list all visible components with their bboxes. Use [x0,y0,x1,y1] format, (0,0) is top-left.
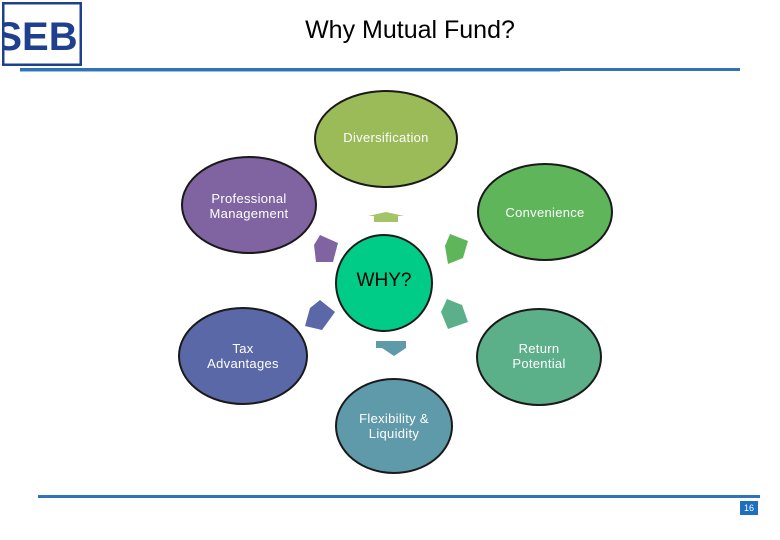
node-center [335,234,433,332]
arrow-down [376,341,406,356]
sebi-logo: SEBI [2,2,82,66]
arrow-up-right [445,234,468,264]
page-title: Why Mutual Fund? [305,16,515,44]
arrow-down-left [305,300,335,330]
node-return-potential [476,308,602,406]
page-number: 16 [740,501,758,515]
label-diversification: Diversification [343,130,429,145]
label-tax: Tax Advantages [207,341,279,371]
node-tax [178,307,308,405]
svg-text:SEBI: SEBI [2,15,82,59]
header-divider-thin [20,71,560,72]
node-flexibility [335,378,453,474]
label-professional: Professional Management [209,191,289,221]
node-diversification [314,90,458,188]
label-return-potential: Return Potential [512,341,566,371]
arrow-up [368,212,404,222]
footer-divider [38,495,760,498]
node-convenience [477,163,613,261]
node-professional [181,156,317,254]
arrow-up-left [314,235,338,262]
arrow-down-right [441,299,468,329]
label-center: WHY? [356,270,412,291]
header-divider [20,68,740,71]
label-convenience: Convenience [505,205,585,220]
label-flexibility: Flexibility & Liquidity [359,411,429,441]
